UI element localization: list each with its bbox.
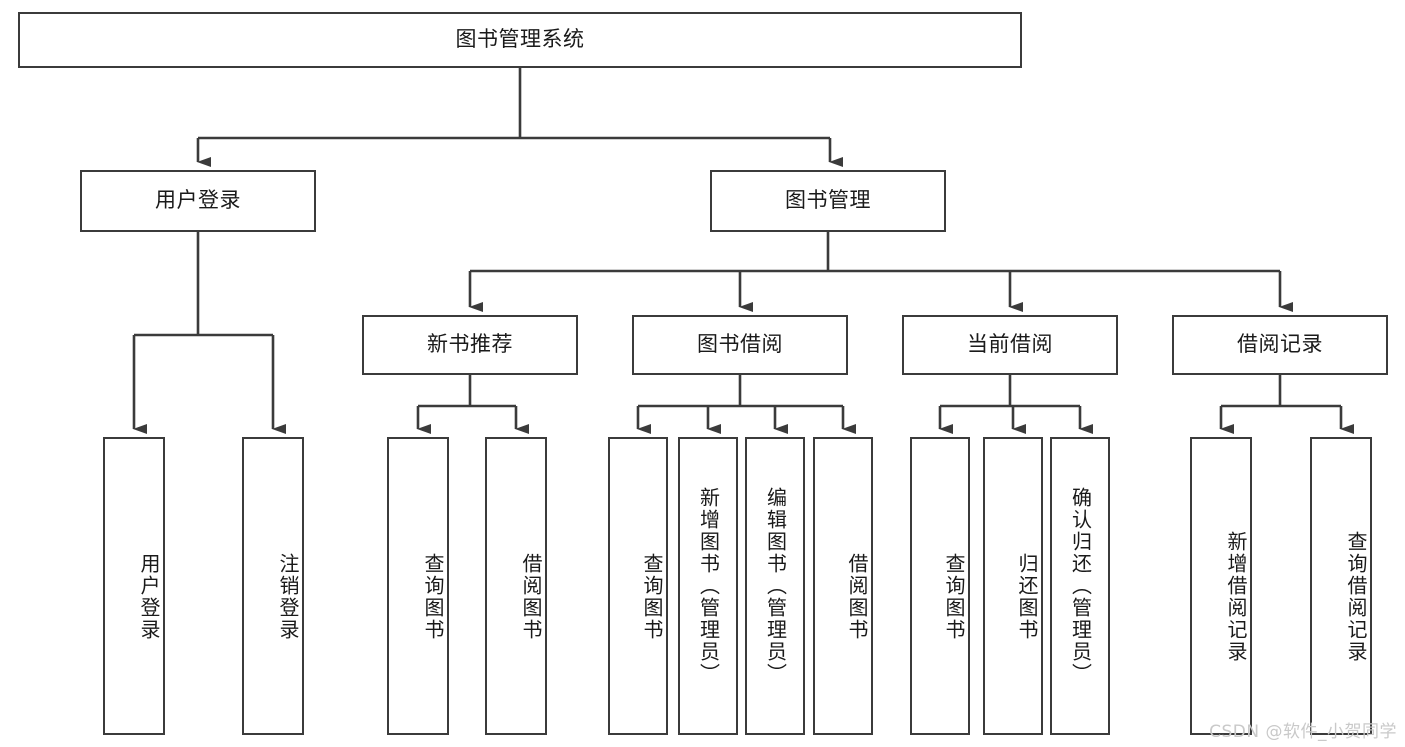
node-borrow-record[interactable]: 借阅记录 bbox=[1172, 315, 1388, 375]
node-leaf-user-logout[interactable]: 注销登录 bbox=[242, 437, 304, 735]
node-leaf-query-book-current[interactable]: 查询图书 bbox=[910, 437, 970, 735]
node-leaf-add-book-admin[interactable]: 新增图书（管理员） bbox=[678, 437, 738, 735]
node-leaf-query-book-borrow[interactable]: 查询图书 bbox=[608, 437, 668, 735]
node-current-borrow[interactable]: 当前借阅 bbox=[902, 315, 1118, 375]
node-leaf-confirm-return-admin[interactable]: 确认归还（管理员） bbox=[1050, 437, 1110, 735]
csdn-watermark: CSDN @软件_小贺同学 bbox=[1209, 722, 1397, 742]
node-book-manage[interactable]: 图书管理 bbox=[710, 170, 946, 232]
node-leaf-query-borrow-record[interactable]: 查询借阅记录 bbox=[1310, 437, 1372, 735]
node-leaf-user-login[interactable]: 用户登录 bbox=[103, 437, 165, 735]
node-leaf-add-borrow-record[interactable]: 新增借阅记录 bbox=[1190, 437, 1252, 735]
node-leaf-borrow-book-recommend[interactable]: 借阅图书 bbox=[485, 437, 547, 735]
node-leaf-query-book-recommend[interactable]: 查询图书 bbox=[387, 437, 449, 735]
node-leaf-borrow-book[interactable]: 借阅图书 bbox=[813, 437, 873, 735]
node-root[interactable]: 图书管理系统 bbox=[18, 12, 1022, 68]
node-new-book-recommend[interactable]: 新书推荐 bbox=[362, 315, 578, 375]
node-user-login[interactable]: 用户登录 bbox=[80, 170, 316, 232]
node-book-borrow[interactable]: 图书借阅 bbox=[632, 315, 848, 375]
node-leaf-return-book[interactable]: 归还图书 bbox=[983, 437, 1043, 735]
node-leaf-edit-book-admin[interactable]: 编辑图书（管理员） bbox=[745, 437, 805, 735]
